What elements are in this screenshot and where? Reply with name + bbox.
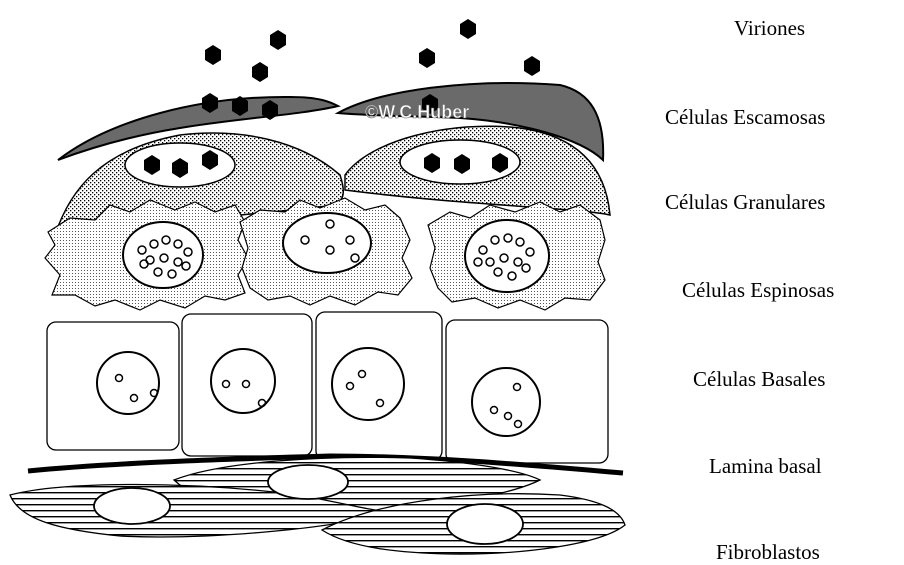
skin-layers-diagram: ©W.C.Huber (0, 0, 640, 565)
spinous-cells (45, 198, 605, 310)
label-squamous-cells: Células Escamosas (665, 105, 825, 130)
label-spinous-cells: Células Espinosas (682, 278, 834, 303)
label-fibroblasts: Fibroblastos (716, 540, 820, 565)
watermark-text: ©W.C.Huber (365, 102, 469, 122)
free-virions (205, 19, 540, 82)
label-virions: Viriones (734, 16, 805, 41)
fibroblasts (10, 457, 625, 554)
label-basal-lamina: Lamina basal (709, 454, 822, 479)
basal-cells (47, 312, 608, 463)
label-basal-cells: Células Basales (693, 367, 825, 392)
label-granular-cells: Células Granulares (665, 190, 825, 215)
